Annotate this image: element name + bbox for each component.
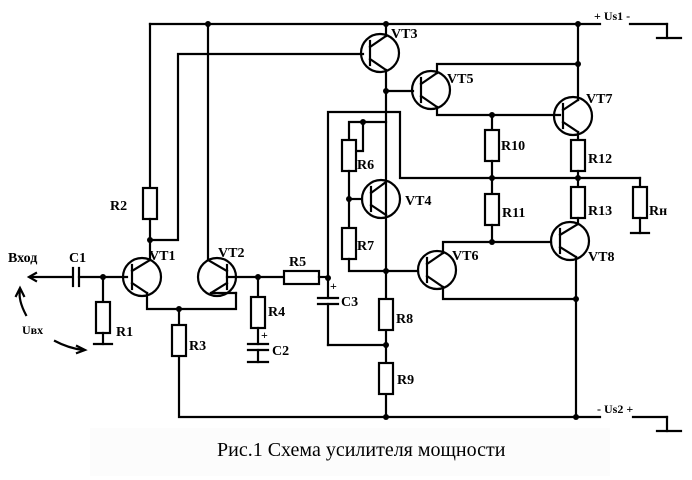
- r6-label: R6: [357, 158, 374, 173]
- r12-label: R12: [588, 152, 612, 167]
- resistor-rload: [631, 185, 649, 220]
- c2-polarity: +: [261, 328, 268, 342]
- figure-caption: Рис.1 Схема усилителя мощности: [217, 439, 506, 461]
- r4-label: R4: [268, 305, 285, 320]
- r13-label: R13: [588, 204, 612, 219]
- r5-label: R5: [289, 255, 306, 270]
- resistor-r11: [483, 192, 501, 227]
- transistor-vt5: [410, 62, 580, 117]
- input-label: Вход: [8, 251, 37, 266]
- resistor-r4: [249, 295, 267, 330]
- resistor-r10: [483, 128, 501, 163]
- uin-arrow-up: [18, 288, 28, 317]
- r1-label: R1: [116, 325, 133, 340]
- resistor-r1: [94, 300, 112, 335]
- r10-label: R10: [501, 139, 525, 154]
- resistor-r3: [170, 323, 188, 358]
- negative-rail: [177, 353, 683, 433]
- resistor-r13: [569, 185, 587, 220]
- negative-supply-label: - Us2 +: [597, 402, 633, 416]
- r11-label: R11: [502, 206, 525, 221]
- vt1-label: VT1: [149, 249, 175, 264]
- vt8-label: VT8: [588, 250, 614, 265]
- c2-label: C2: [272, 344, 289, 359]
- positive-supply-label: + Us1 -: [594, 9, 630, 23]
- r8-label: R8: [396, 312, 413, 327]
- c3-polarity: +: [330, 279, 337, 293]
- uin-label: Uвх: [22, 323, 43, 337]
- c1-label: C1: [69, 251, 86, 266]
- resistor-r7: [340, 226, 358, 261]
- r9-label: R9: [397, 373, 414, 388]
- resistor-r9: [377, 361, 395, 396]
- transistor-vt8: [490, 220, 591, 419]
- transistor-vt1: [121, 238, 238, 311]
- r2-label: R2: [110, 199, 127, 214]
- resistor-r5: [282, 269, 321, 286]
- wire-vt1-vt3-base: [148, 52, 365, 242]
- vt3-label: VT3: [391, 27, 417, 42]
- vt6-label: VT6: [452, 249, 478, 264]
- vt4-label: VT4: [405, 194, 431, 209]
- transistor-vt7: [552, 95, 594, 142]
- input-terminal: [26, 266, 129, 288]
- r7-label: R7: [357, 239, 374, 254]
- uin-arrow-right: [53, 339, 85, 352]
- vt5-label: VT5: [447, 72, 473, 87]
- rload-label: Rн: [649, 204, 667, 219]
- resistor-r12: [569, 138, 587, 173]
- r3-label: R3: [189, 339, 206, 354]
- resistor-r2: [141, 186, 159, 221]
- positive-rail: [148, 22, 683, 40]
- transistor-vt4: [360, 178, 402, 220]
- resistor-r8: [377, 297, 395, 332]
- transistor-vt3: [359, 22, 401, 419]
- vt7-label: VT7: [586, 92, 612, 107]
- caption-background: [90, 428, 610, 476]
- transistor-vt6: [416, 240, 578, 301]
- wire-feedback: [326, 110, 580, 280]
- vt2-label: VT2: [218, 246, 244, 261]
- resistor-r6: [340, 138, 358, 173]
- c3-label: C3: [341, 295, 358, 310]
